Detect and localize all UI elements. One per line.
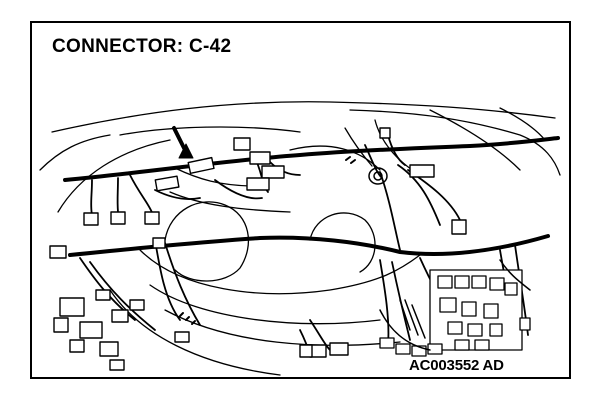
connector-pointer-arrow-icon [172,126,194,159]
connector-blocks [49,127,467,371]
junction-block-cluster [379,259,531,357]
diagram-title: CONNECTOR: C-42 [52,36,232,57]
wire-clip-marks [179,156,356,325]
branch-wires [79,134,529,356]
grommet [368,167,388,185]
gauge-cluster [109,201,421,376]
illustration-code: AC003552 AD [407,357,506,374]
main-harness [63,136,560,257]
